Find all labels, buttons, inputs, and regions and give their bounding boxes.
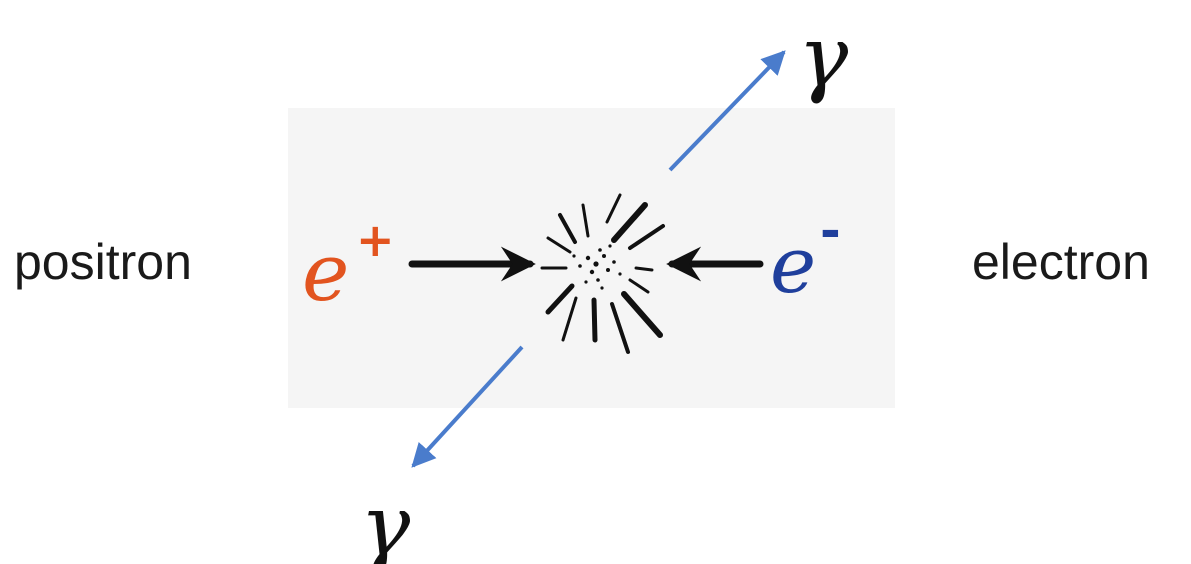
- photon-arrow-lower: [411, 345, 524, 468]
- illustration-panel: [288, 108, 895, 408]
- collision-dots: [572, 244, 622, 290]
- positron-charge: +: [356, 213, 395, 267]
- positron-symbol: e: [302, 226, 349, 319]
- positron-label: positron: [14, 234, 192, 290]
- electron-label: electron: [972, 234, 1150, 290]
- electron-charge: -: [820, 202, 841, 260]
- electron-symbol: e: [770, 221, 816, 311]
- photon-symbol-upper: γ: [798, 8, 849, 106]
- photon-arrow-upper: [668, 50, 786, 172]
- photon-symbol-lower: γ: [360, 477, 411, 564]
- collision-burst-icon: [540, 193, 665, 354]
